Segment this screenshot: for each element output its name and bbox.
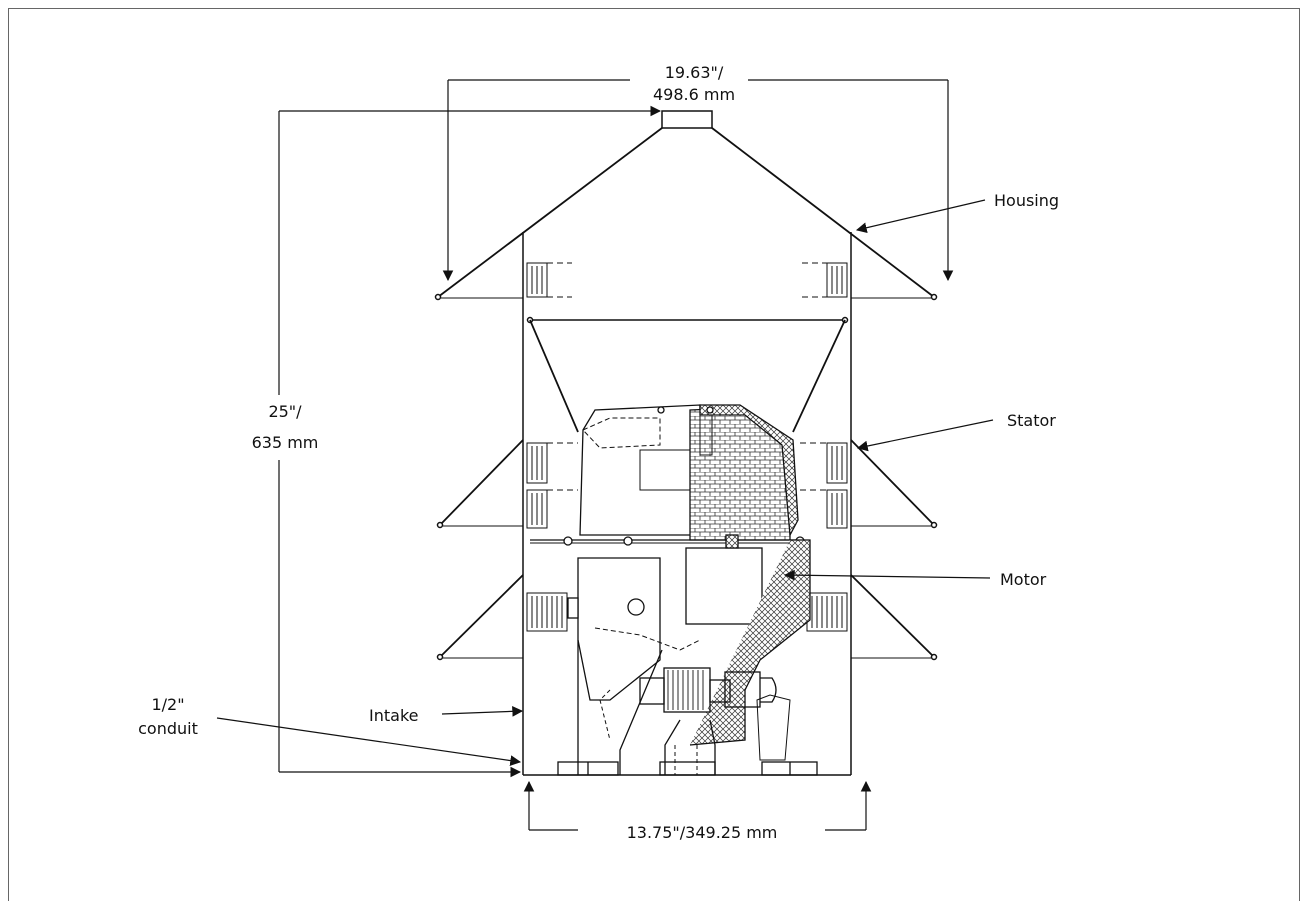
callout-intake: Intake — [369, 706, 418, 725]
callout-motor: Motor — [1000, 570, 1047, 589]
dimension-width-line1: 19.63"/ — [665, 63, 724, 82]
callout-conduit-line2: conduit — [138, 719, 198, 738]
dimension-height-line1: 25"/ — [268, 402, 302, 421]
intake-leader — [441, 705, 524, 717]
base-feet — [557, 761, 818, 776]
roof-tip-right — [930, 293, 938, 301]
drawing-frame — [8, 8, 1300, 901]
motor-leader — [783, 569, 991, 581]
dimension-height-line2: 635 mm — [252, 433, 319, 452]
dimension-height — [278, 105, 662, 778]
louvers-middle — [526, 442, 848, 529]
stator-vanes — [436, 439, 938, 661]
louvers-top — [526, 262, 848, 298]
roof-slope-right — [711, 127, 935, 298]
stator-leader — [856, 419, 994, 452]
housing-leader — [855, 199, 986, 234]
dimension-base-label: 13.75"/349.25 mm — [627, 823, 778, 842]
motor-assembly — [530, 404, 811, 775]
dimension-width-line2: 498.6 mm — [653, 85, 735, 104]
dimension-base — [523, 780, 872, 831]
callout-housing: Housing — [994, 191, 1059, 210]
conduit-leader — [216, 717, 522, 766]
roof-tip-left — [434, 293, 442, 301]
funnel-left — [529, 319, 579, 433]
callout-stator: Stator — [1007, 411, 1056, 430]
dimension-width-top — [442, 79, 954, 282]
roof-slope-left — [437, 127, 663, 298]
funnel-right — [792, 319, 846, 433]
callout-conduit-line1: 1/2" — [151, 695, 184, 714]
roof-cap — [661, 110, 713, 129]
